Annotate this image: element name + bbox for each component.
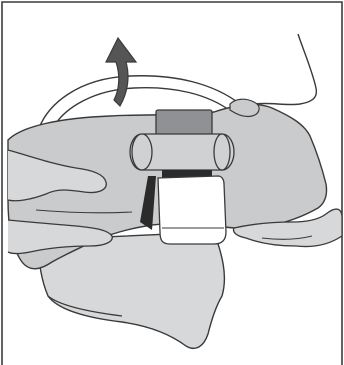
- release-clip: [158, 176, 226, 244]
- face-outline: [230, 34, 316, 105]
- strap-end-right: [214, 134, 230, 170]
- strap-end-left: [132, 134, 152, 170]
- curved-up-arrow-icon: [106, 38, 136, 106]
